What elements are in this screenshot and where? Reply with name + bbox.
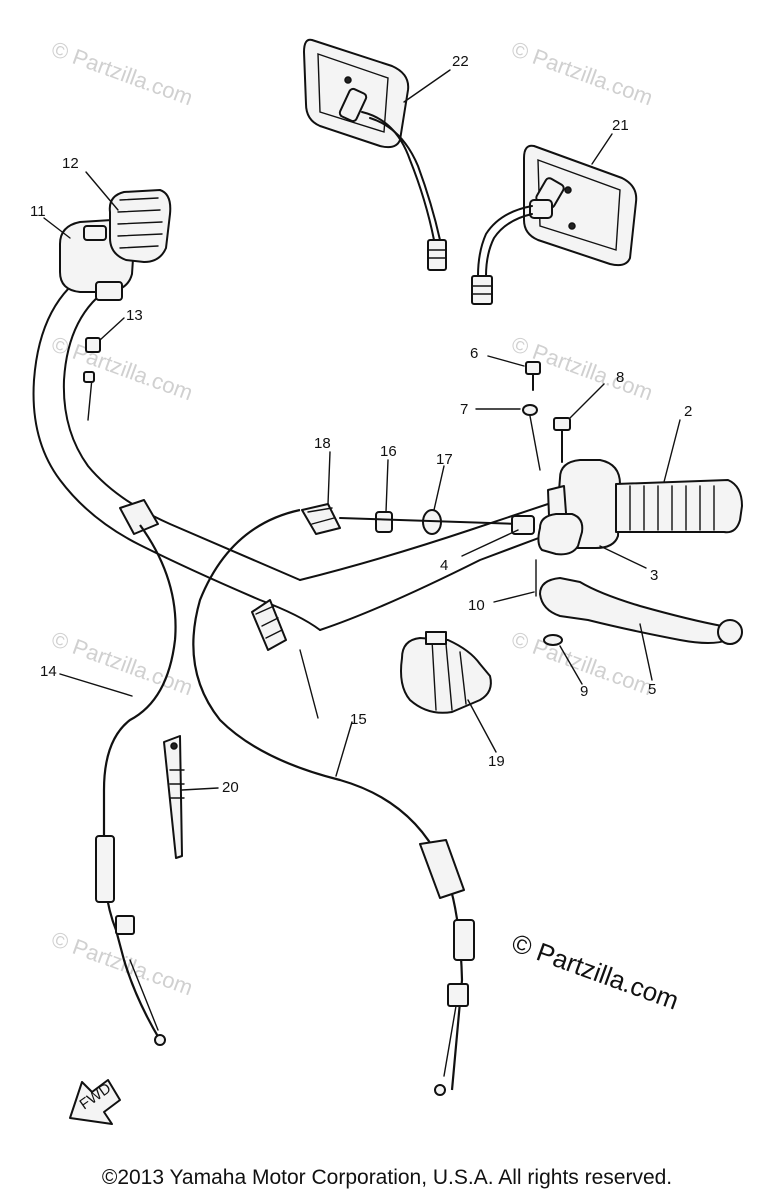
callout-18: 18	[314, 435, 331, 452]
left-switch-assembly	[59, 189, 172, 301]
mirror-22	[303, 38, 447, 271]
callouts: 22 21 12 11 13 6 8 7 2 18 16 17 4 3 10 9…	[30, 53, 692, 796]
callout-10: 10	[468, 597, 485, 614]
watermark-prominent: © Partzilla.com	[508, 927, 683, 1015]
watermark: © Partzilla.com	[508, 36, 656, 110]
leader-lines	[43, 69, 681, 791]
callout-5: 5	[648, 681, 656, 698]
callout-14: 14	[40, 663, 57, 680]
handlebar	[32, 269, 561, 651]
callout-11: 11	[30, 203, 46, 220]
watermark: © Partzilla.com	[48, 626, 196, 700]
mirror-21	[471, 144, 638, 305]
boot-19	[400, 631, 492, 714]
callout-15: 15	[350, 711, 367, 728]
band-20	[163, 735, 185, 859]
callout-12: 12	[62, 155, 79, 172]
callout-17: 17	[436, 451, 453, 468]
callout-9: 9	[580, 683, 588, 700]
lever-5	[535, 559, 743, 646]
callout-2: 2	[684, 403, 692, 420]
right-lever-assembly	[537, 459, 743, 556]
callout-3: 3	[650, 567, 658, 584]
callout-7: 7	[460, 401, 468, 418]
callout-8: 8	[616, 369, 624, 386]
fwd-arrow: FWD	[69, 1079, 121, 1125]
cable-15	[192, 508, 475, 1096]
screw-13	[83, 337, 101, 421]
callout-19: 19	[488, 753, 505, 770]
callout-22: 22	[452, 53, 469, 70]
copyright-notice: ©2013 Yamaha Motor Corporation, U.S.A. A…	[101, 1166, 673, 1189]
cable-14	[95, 524, 177, 1046]
callout-6: 6	[470, 345, 478, 362]
callout-13: 13	[126, 307, 143, 324]
callout-4: 4	[440, 557, 448, 574]
callout-21: 21	[612, 117, 629, 134]
watermark: © Partzilla.com	[48, 36, 196, 110]
callout-20: 20	[222, 779, 239, 796]
cable-adjuster	[301, 503, 535, 535]
callout-16: 16	[380, 443, 397, 460]
watermark: © Partzilla.com	[48, 926, 196, 1000]
bolts	[522, 361, 571, 471]
